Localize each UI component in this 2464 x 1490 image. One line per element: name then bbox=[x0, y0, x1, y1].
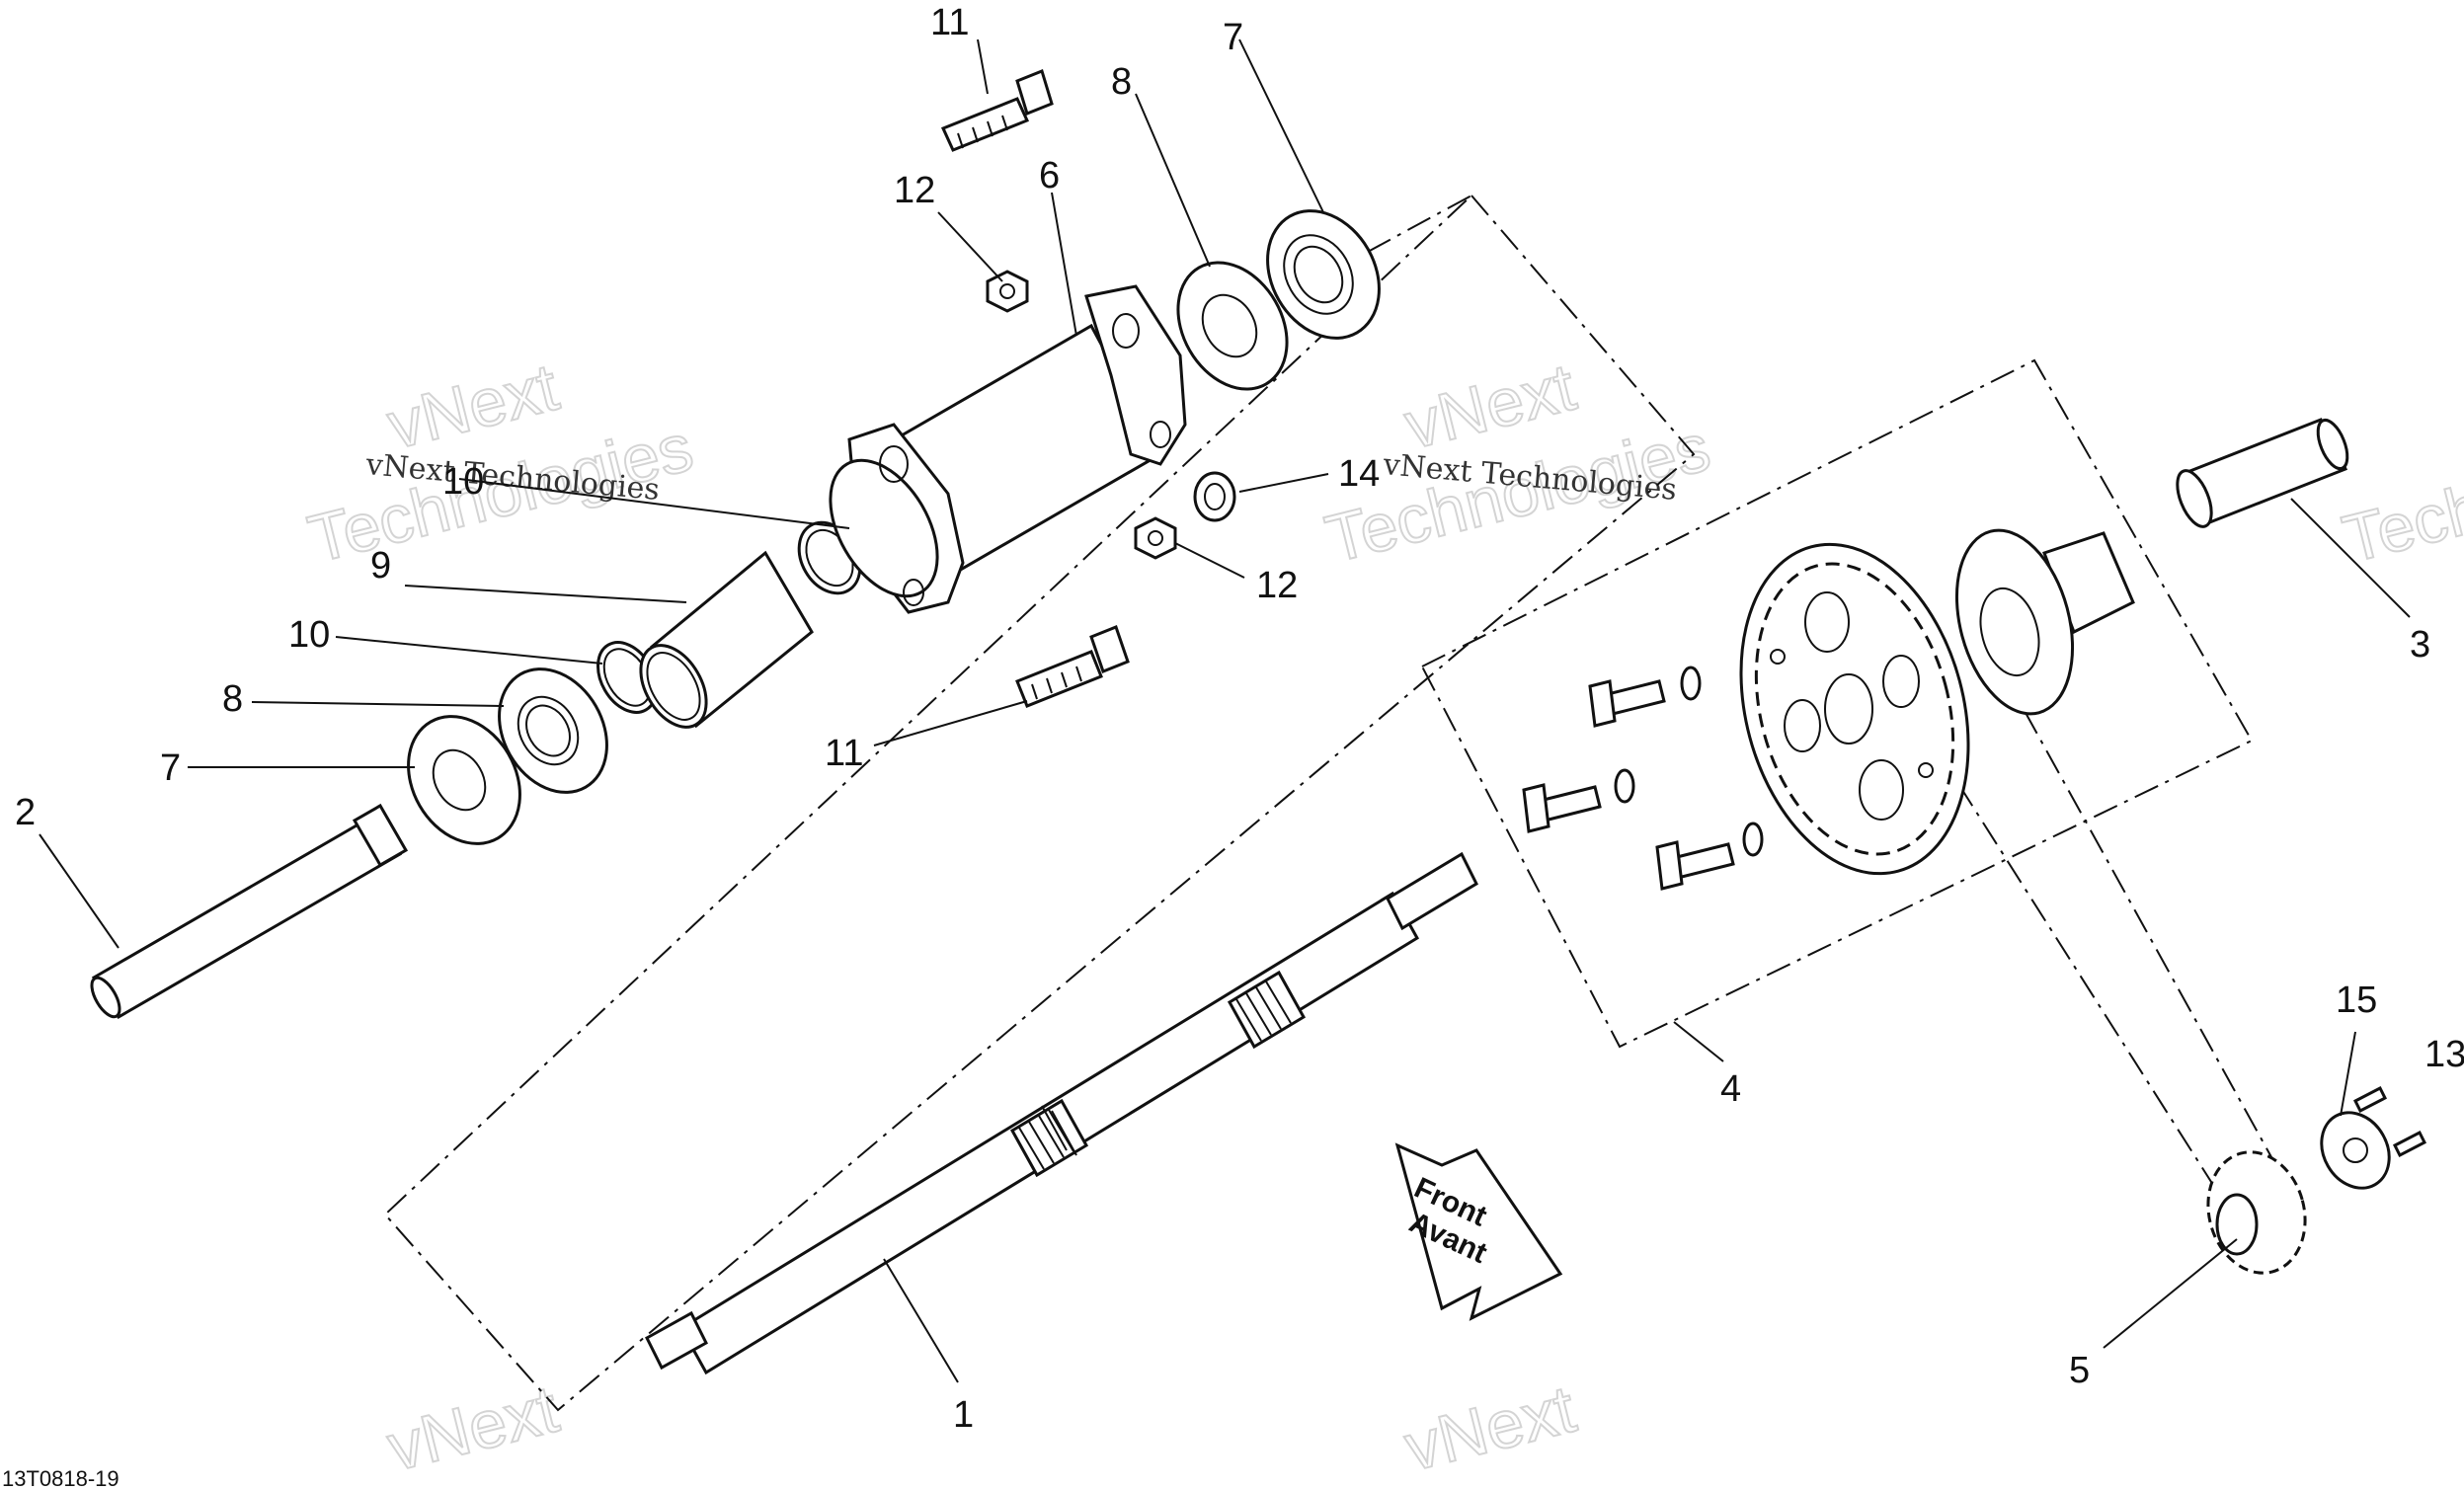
callout-8-upper: 8 bbox=[1111, 61, 1132, 103]
part-13-screws bbox=[2352, 1085, 2427, 1158]
callout-10-left: 10 bbox=[288, 614, 330, 656]
axis-line-sprocket bbox=[1836, 591, 2233, 1216]
part-4-sprocket bbox=[1739, 542, 1970, 876]
part-11-bolt-lower bbox=[1015, 625, 1130, 708]
leader-lines bbox=[39, 39, 2411, 1383]
part-15-plate bbox=[2320, 1111, 2391, 1190]
drawing-code: 13T0818-19 bbox=[2, 1466, 119, 1490]
sprocket-bolt-3 bbox=[1655, 822, 1764, 891]
part-8-bearing-upper bbox=[1176, 261, 1289, 391]
watermark-technologies: Technologies bbox=[2336, 410, 2464, 578]
callout-10-upper: 10 bbox=[442, 461, 484, 503]
front-direction-arrow: Front Avant bbox=[1394, 1142, 1563, 1321]
callout-15: 15 bbox=[2336, 980, 2377, 1021]
part-3-pin bbox=[2176, 418, 2349, 528]
callout-5: 5 bbox=[2069, 1350, 2090, 1391]
part-11-bolt-upper bbox=[940, 68, 1054, 152]
part-12-nut-upper bbox=[986, 270, 1029, 313]
callout-1: 1 bbox=[953, 1394, 974, 1436]
callout-6: 6 bbox=[1039, 155, 1060, 196]
callout-4: 4 bbox=[1720, 1068, 1741, 1110]
part-2-pin bbox=[90, 803, 409, 1020]
part-1-drive-shaft bbox=[645, 851, 1478, 1375]
callout-7-left: 7 bbox=[160, 747, 181, 789]
callout-7-upper: 7 bbox=[1223, 17, 1243, 58]
callout-8-left: 8 bbox=[222, 678, 243, 720]
callout-14: 14 bbox=[1338, 453, 1380, 495]
axis-line-top bbox=[1367, 195, 1472, 253]
callout-9: 9 bbox=[370, 545, 391, 587]
part-9-tube bbox=[639, 550, 814, 729]
sprocket-bolt-2 bbox=[1522, 768, 1635, 833]
part-14-washer bbox=[1193, 471, 1236, 522]
axis-line-right bbox=[2024, 710, 2282, 1176]
assembly-outline-sprocket bbox=[1420, 358, 2254, 1049]
sprocket-bolt-1 bbox=[1588, 666, 1702, 728]
callout-12-upper: 12 bbox=[894, 170, 935, 211]
part-7-bearing-left bbox=[407, 715, 521, 845]
watermark-vnext: vNext bbox=[380, 1372, 565, 1486]
callout-12-lower: 12 bbox=[1256, 565, 1298, 606]
callout-11-lower: 11 bbox=[825, 733, 863, 774]
part-6-housing bbox=[829, 284, 1187, 614]
assembly-outline-shaft bbox=[383, 194, 1696, 1412]
callout-labels: 1 2 3 4 5 6 7 7 8 8 9 10 10 11 11 12 12 … bbox=[15, 2, 2464, 1436]
part-7-bearing-upper bbox=[1266, 209, 1381, 340]
callout-11-upper: 11 bbox=[930, 2, 969, 43]
part-8-bearing-left bbox=[498, 667, 608, 794]
part-12-nut-lower bbox=[1134, 516, 1177, 560]
part-4-hub bbox=[1954, 528, 2135, 716]
watermark-vnext: vNext bbox=[1397, 1372, 1582, 1486]
callout-13: 13 bbox=[2424, 1034, 2464, 1075]
part-5-small-sprocket bbox=[2206, 1150, 2307, 1275]
callout-2: 2 bbox=[15, 792, 36, 833]
callout-3: 3 bbox=[2410, 624, 2430, 666]
